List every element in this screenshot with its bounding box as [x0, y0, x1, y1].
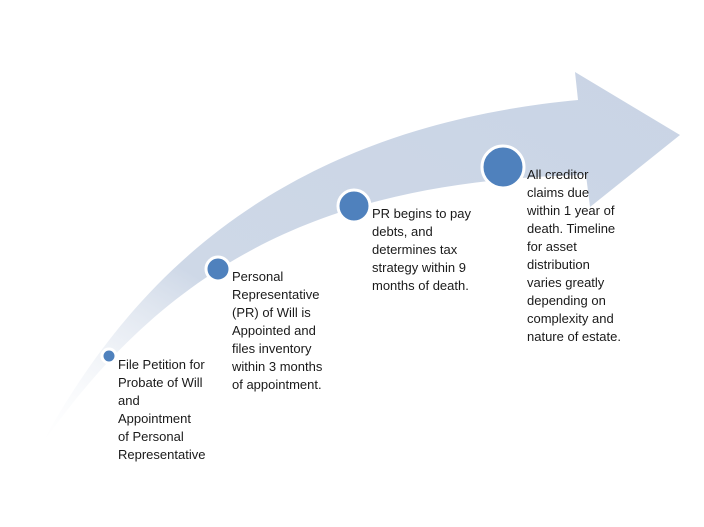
step-3-marker	[336, 188, 372, 224]
step-2-marker	[204, 255, 232, 283]
step-4-label: All creditor claims due within 1 year of…	[527, 167, 621, 344]
step-4-marker	[480, 144, 526, 190]
step-1-label: File Petition for Probate of Will and Ap…	[118, 357, 206, 462]
step-3-label: PR begins to pay debts, and determines t…	[372, 206, 472, 293]
step-1-marker	[100, 347, 118, 365]
step-2-label: Personal Representative (PR) of Will is …	[232, 269, 323, 392]
